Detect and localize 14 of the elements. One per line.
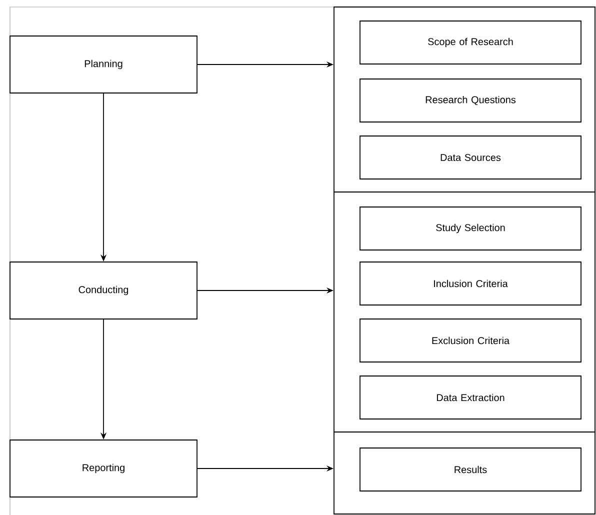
section-panel (334, 432, 596, 514)
item-box: Inclusion Criteria (360, 262, 582, 306)
step-box: Planning (10, 36, 198, 94)
item-box: Data Sources (360, 136, 582, 180)
item-box: Exclusion Criteria (360, 318, 582, 362)
item-box: Research Questions (360, 78, 582, 122)
item-box: Data Extraction (360, 376, 582, 420)
section-panel (334, 192, 596, 432)
item-box: Results (360, 448, 582, 492)
item-box: Study Selection (360, 206, 582, 250)
item-box: Scope of Research (360, 20, 582, 64)
step-box: Reporting (10, 440, 198, 498)
step-box: Conducting (10, 262, 198, 320)
section-panel (334, 6, 596, 192)
